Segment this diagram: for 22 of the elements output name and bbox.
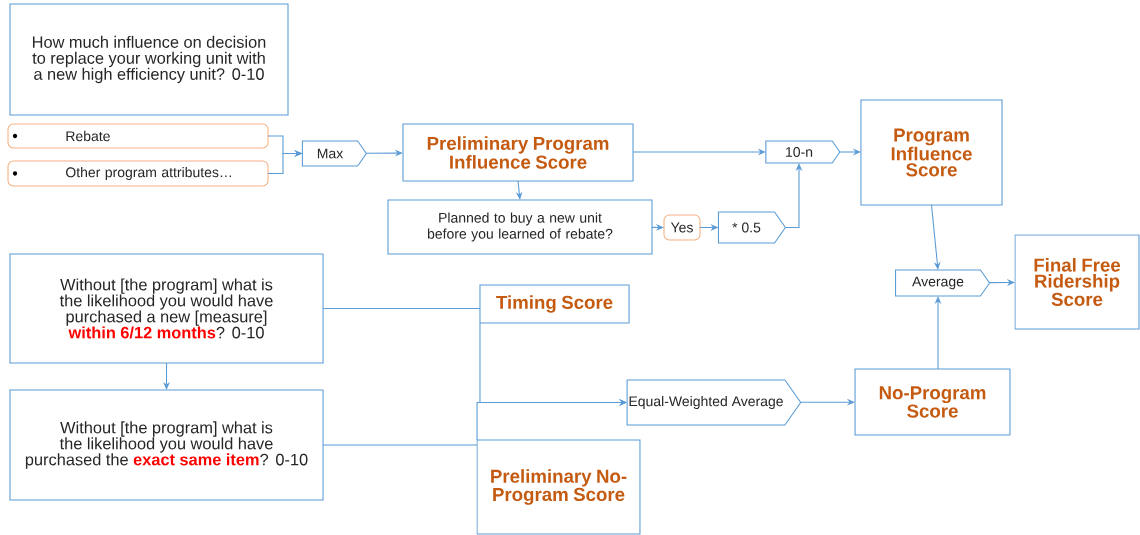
operation-pentagon: Max [301, 140, 368, 167]
operation-pentagon: * 0.5 [717, 211, 787, 244]
process-box: Preliminary No-Program Score [476, 439, 641, 535]
process-box: Planned to buy a new unit before you learned of rebate? [387, 199, 653, 255]
process-box: Timing Score [479, 284, 630, 324]
process-box: Without [the program] what is the likelihood you would have purchased a new [measure] within 6/12 months? 0-10 [9, 253, 324, 364]
process-box: How much influence on decision to replace your working unit with a new high efficiency unit? 0-10 [9, 3, 289, 116]
process-box: Program Influence Score [860, 99, 1003, 206]
arrow [163, 362, 170, 390]
operation-pentagon: 10-n [765, 140, 841, 164]
answer-box: Yes [663, 214, 701, 241]
process-box: Preliminary Program Influence Score [402, 123, 634, 182]
process-box: Without [the program] what is the likelihood you would have purchased the exact same item? 0-10 [9, 389, 324, 501]
process-box: No-Program Score [854, 368, 1011, 436]
list-item-box: Rebate [7, 123, 269, 149]
operation-pentagon: Average [895, 269, 991, 297]
list-item-box: Other program attributes… [7, 160, 269, 187]
operation-pentagon: Equal-Weighted Average [626, 379, 802, 426]
arrow [651, 224, 664, 231]
arrow [988, 279, 1015, 286]
process-box: Final Free Ridership Score [1014, 234, 1140, 330]
arrow [930, 204, 941, 270]
